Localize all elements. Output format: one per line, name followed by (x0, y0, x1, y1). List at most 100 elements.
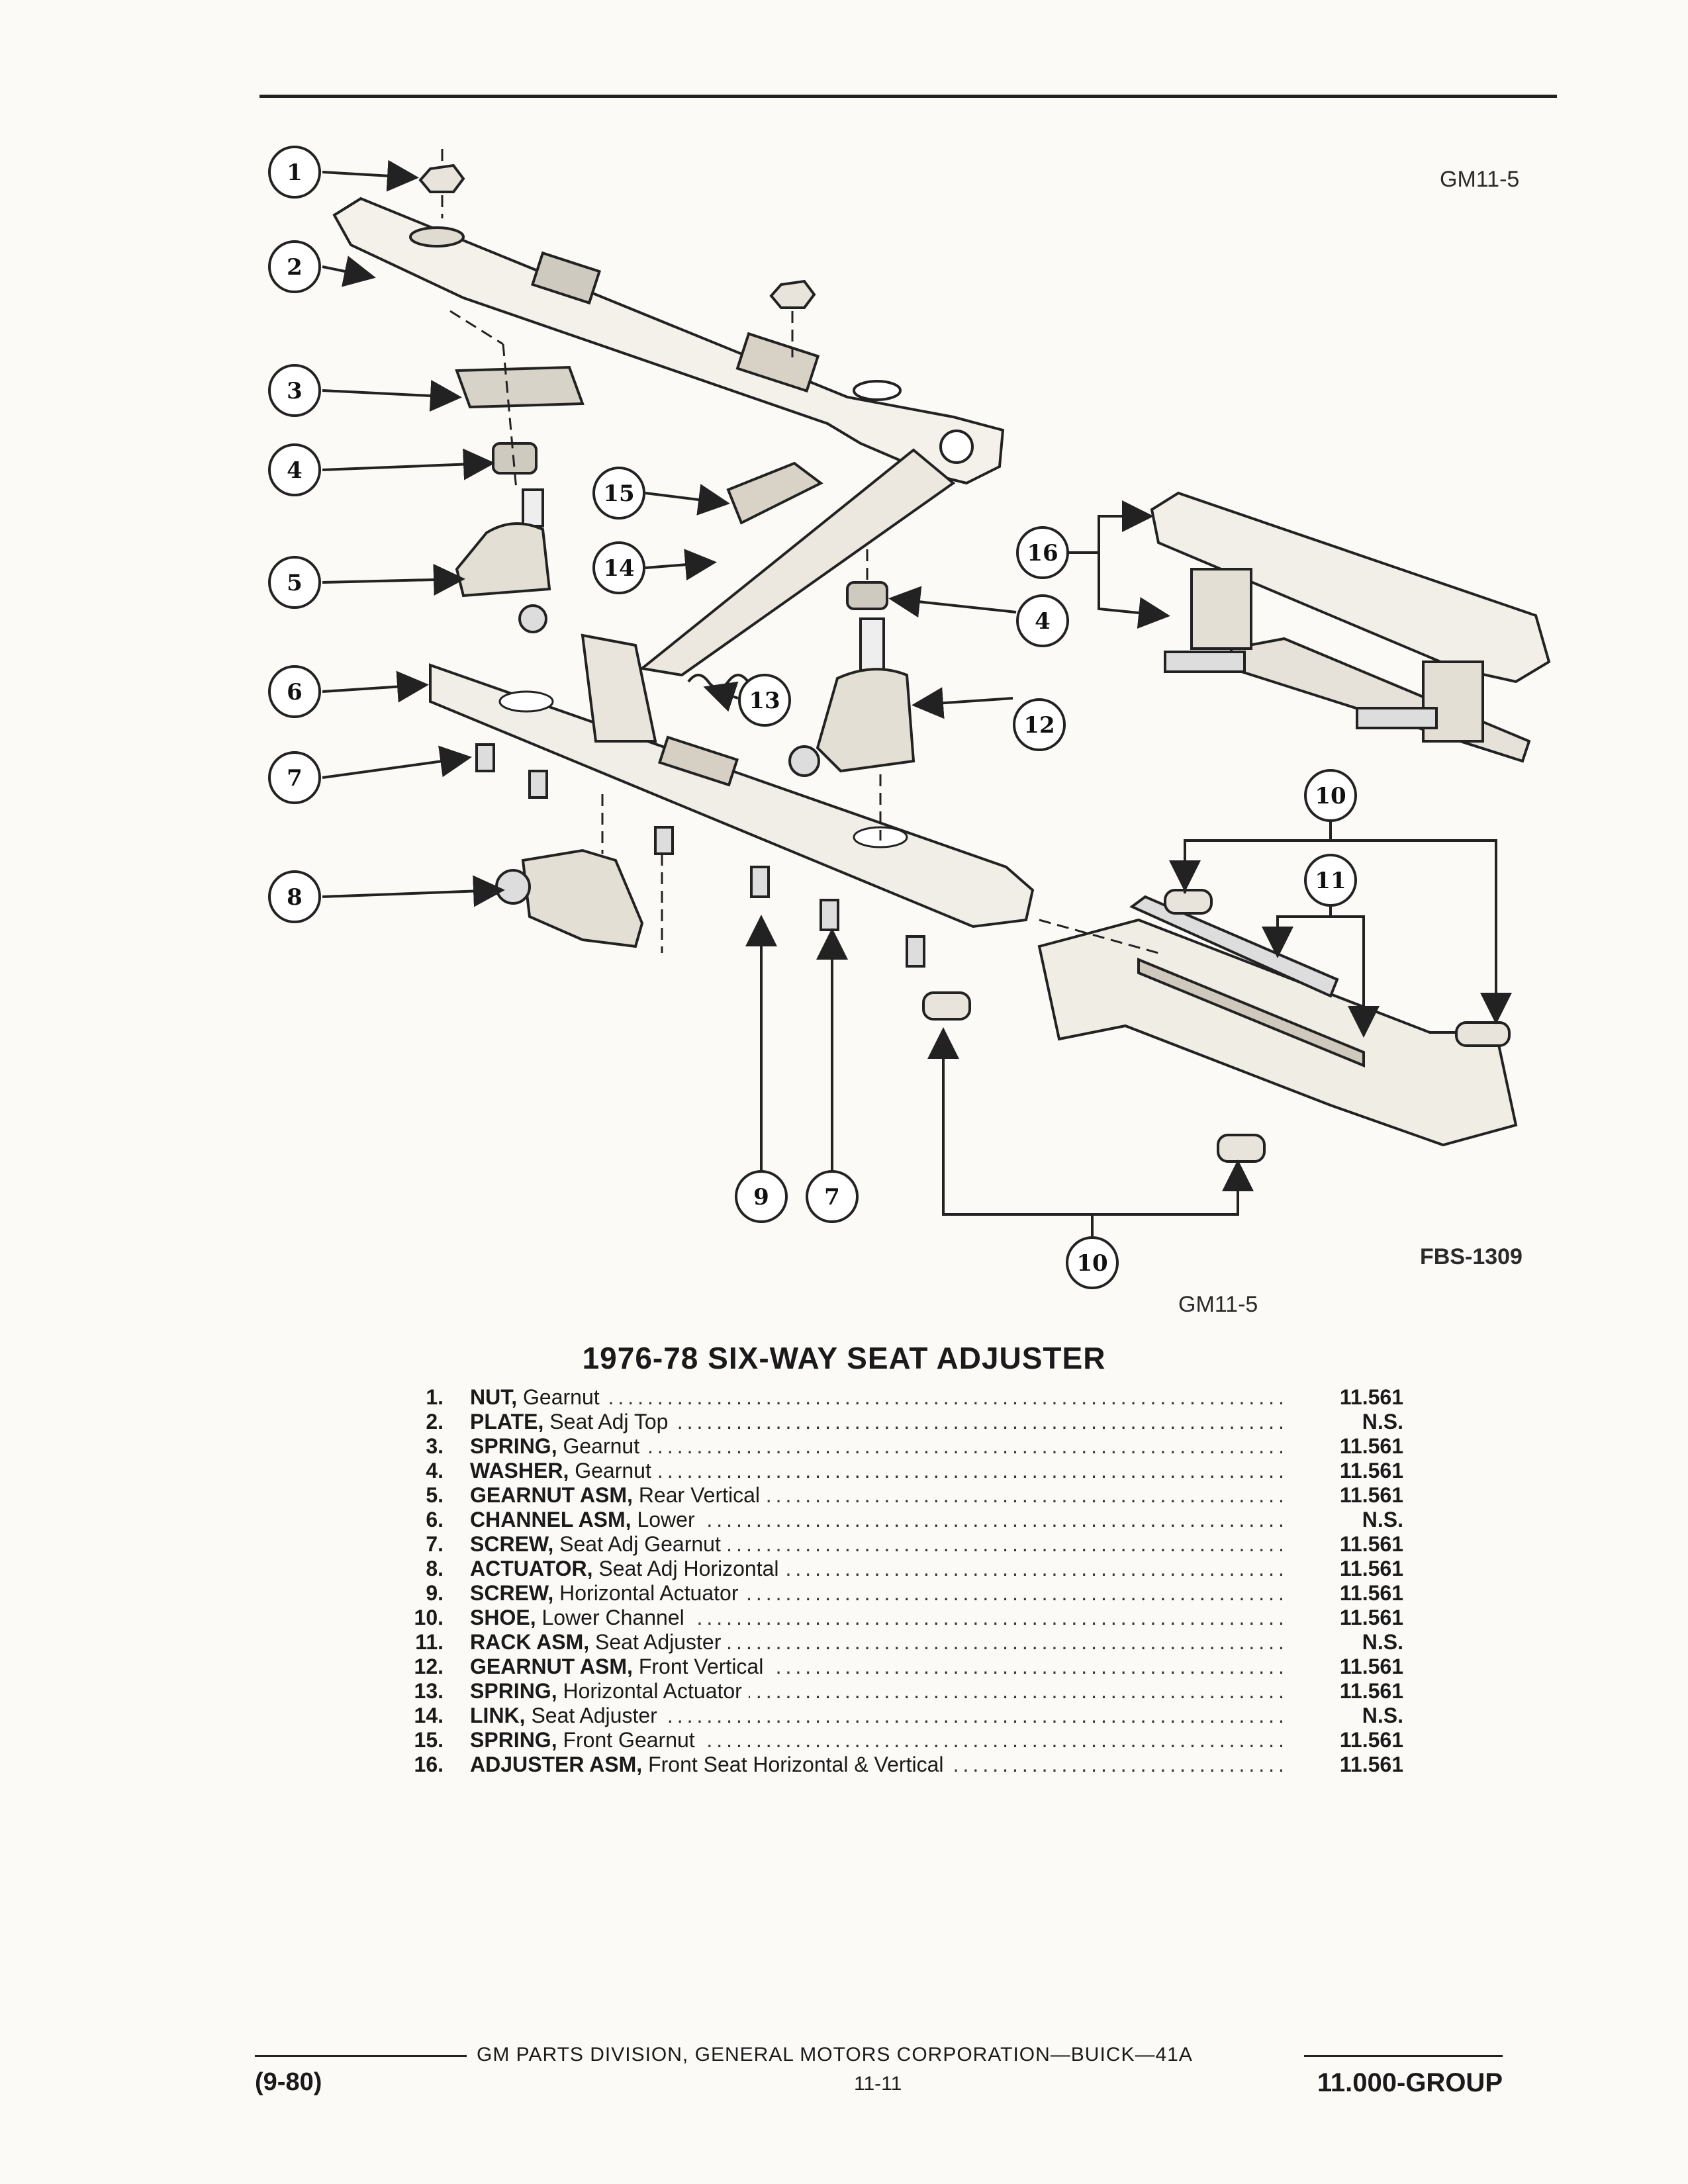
part-description: Rear Vertical (638, 1483, 760, 1507)
front-vertical-gearnut (788, 617, 915, 777)
part-description: Horizontal Actuator (563, 1679, 742, 1703)
part-name: SPRING, (470, 1434, 557, 1458)
part-number: 3. (426, 1434, 444, 1458)
part-description: Front Vertical (638, 1655, 764, 1678)
part-name: SPRING, (470, 1679, 557, 1703)
part-label: WASHER, Gearnut (470, 1459, 658, 1483)
svg-text:6: 6 (287, 679, 303, 705)
footer-group: 11.000-GROUP (1317, 2068, 1503, 2097)
part-number: 2. (426, 1410, 444, 1433)
front-gearnut-spring (726, 461, 823, 525)
svg-text:7: 7 (824, 1184, 840, 1210)
callout-6: 6 (268, 665, 321, 718)
part-description: Lower (637, 1508, 695, 1531)
seat-adj-top-plate (332, 197, 1005, 485)
part-reference: 11.561 (1339, 1557, 1403, 1580)
part-reference: N.S. (1362, 1630, 1403, 1654)
leader-arrows (322, 159, 1017, 1171)
part-number: 8. (426, 1557, 444, 1580)
parts-list-row: 6.......................................… (384, 1508, 1403, 1532)
callout-2: 2 (268, 240, 321, 293)
part-name: GEARNUT ASM, (470, 1655, 633, 1678)
part-reference: 11.561 (1339, 1385, 1403, 1409)
gearnut-1 (418, 163, 465, 193)
part-name: ACTUATOR, (470, 1557, 593, 1580)
part-name: SCREW, (470, 1532, 554, 1556)
parts-list-row: 12......................................… (384, 1655, 1403, 1679)
part-number: 5. (426, 1483, 444, 1507)
part-label: SCREW, Seat Adj Gearnut (470, 1532, 727, 1557)
part-description: Gearnut (575, 1459, 651, 1482)
part-label: GEARNUT ASM, Rear Vertical (470, 1483, 767, 1508)
svg-text:13: 13 (749, 688, 780, 714)
svg-text:4: 4 (1035, 608, 1051, 635)
part-label: PLATE, Seat Adj Top (470, 1410, 675, 1434)
part-label: RACK ASM, Seat Adjuster (470, 1630, 728, 1655)
part-reference: 11.561 (1339, 1728, 1403, 1752)
svg-text:10: 10 (1315, 783, 1346, 809)
callout-1: 1 (268, 146, 321, 199)
callout-10-bottom: 10 (1066, 1236, 1119, 1289)
callout-10-top: 10 (1304, 769, 1357, 822)
callout-9: 9 (735, 1170, 788, 1223)
svg-text:16: 16 (1027, 540, 1058, 567)
parts-list-row: 3.......................................… (384, 1434, 1403, 1459)
svg-text:2: 2 (287, 254, 303, 281)
part-name: CHANNEL ASM, (470, 1508, 632, 1531)
parts-list-row: 10......................................… (384, 1606, 1403, 1630)
adjuster-assembly-16 (1150, 491, 1551, 763)
part-reference: 11.561 (1339, 1483, 1403, 1507)
footer-rule-left (255, 2055, 467, 2057)
svg-text:5: 5 (287, 570, 303, 596)
parts-list-row: 2.......................................… (384, 1410, 1403, 1434)
svg-text:14: 14 (603, 555, 634, 582)
part-name: SCREW, (470, 1581, 554, 1605)
gearnut-washer-right (846, 581, 888, 610)
part-reference: 11.561 (1339, 1532, 1403, 1556)
part-name: GEARNUT ASM, (470, 1483, 633, 1507)
part-reference: N.S. (1362, 1704, 1403, 1727)
part-name: SHOE, (470, 1606, 536, 1629)
part-label: SCREW, Horizontal Actuator (470, 1581, 745, 1606)
part-number: 13. (414, 1679, 444, 1703)
page-title: 1976-78 SIX-WAY SEAT ADJUSTER (582, 1341, 1106, 1375)
callout-12: 12 (1013, 698, 1066, 751)
callout-4-right: 4 (1016, 594, 1069, 647)
part-description: Seat Adj Horizontal (598, 1557, 779, 1580)
part-name: LINK, (470, 1704, 526, 1727)
part-description: Gearnut (563, 1434, 640, 1458)
part-number: 4. (426, 1459, 444, 1482)
exploded-parts-diagram: 1 2 3 4 5 6 7 8 15 14 16 4 13 12 10 11 9… (268, 146, 1551, 1289)
svg-text:9: 9 (753, 1184, 769, 1210)
part-description: Seat Adj Top (549, 1410, 669, 1433)
svg-text:7: 7 (287, 765, 303, 792)
part-name: PLATE, (470, 1410, 544, 1433)
svg-text:15: 15 (603, 480, 634, 507)
seat-adjuster-link (639, 448, 956, 677)
part-number: 12. (414, 1655, 444, 1678)
part-number: 9. (426, 1581, 444, 1605)
part-reference: 11.561 (1339, 1752, 1403, 1776)
part-description: Seat Adj Gearnut (559, 1532, 721, 1556)
callout-15: 15 (592, 467, 645, 520)
part-reference: 11.561 (1339, 1655, 1403, 1678)
parts-list-row: 8.......................................… (384, 1557, 1403, 1581)
part-reference: 11.561 (1339, 1679, 1403, 1703)
parts-list-row: 13......................................… (384, 1679, 1403, 1704)
footer-rule-right (1304, 2055, 1503, 2057)
part-description: Lower Channel (541, 1606, 684, 1629)
part-reference: 11.561 (1339, 1434, 1403, 1458)
parts-list-row: 15......................................… (384, 1728, 1403, 1752)
parts-list-row: 16......................................… (384, 1752, 1403, 1777)
part-reference: 11.561 (1339, 1459, 1403, 1482)
svg-text:12: 12 (1023, 712, 1055, 739)
part-label: SPRING, Gearnut (470, 1434, 647, 1459)
part-reference: 11.561 (1339, 1581, 1403, 1605)
part-name: RACK ASM, (470, 1630, 590, 1654)
part-label: LINK, Seat Adjuster (470, 1704, 664, 1728)
svg-text:1: 1 (287, 159, 303, 186)
footer-page-number: 11-11 (854, 2073, 902, 2095)
part-description: Seat Adjuster (531, 1704, 657, 1727)
parts-list-row: 4.......................................… (384, 1459, 1403, 1483)
part-label: GEARNUT ASM, Front Vertical (470, 1655, 771, 1679)
